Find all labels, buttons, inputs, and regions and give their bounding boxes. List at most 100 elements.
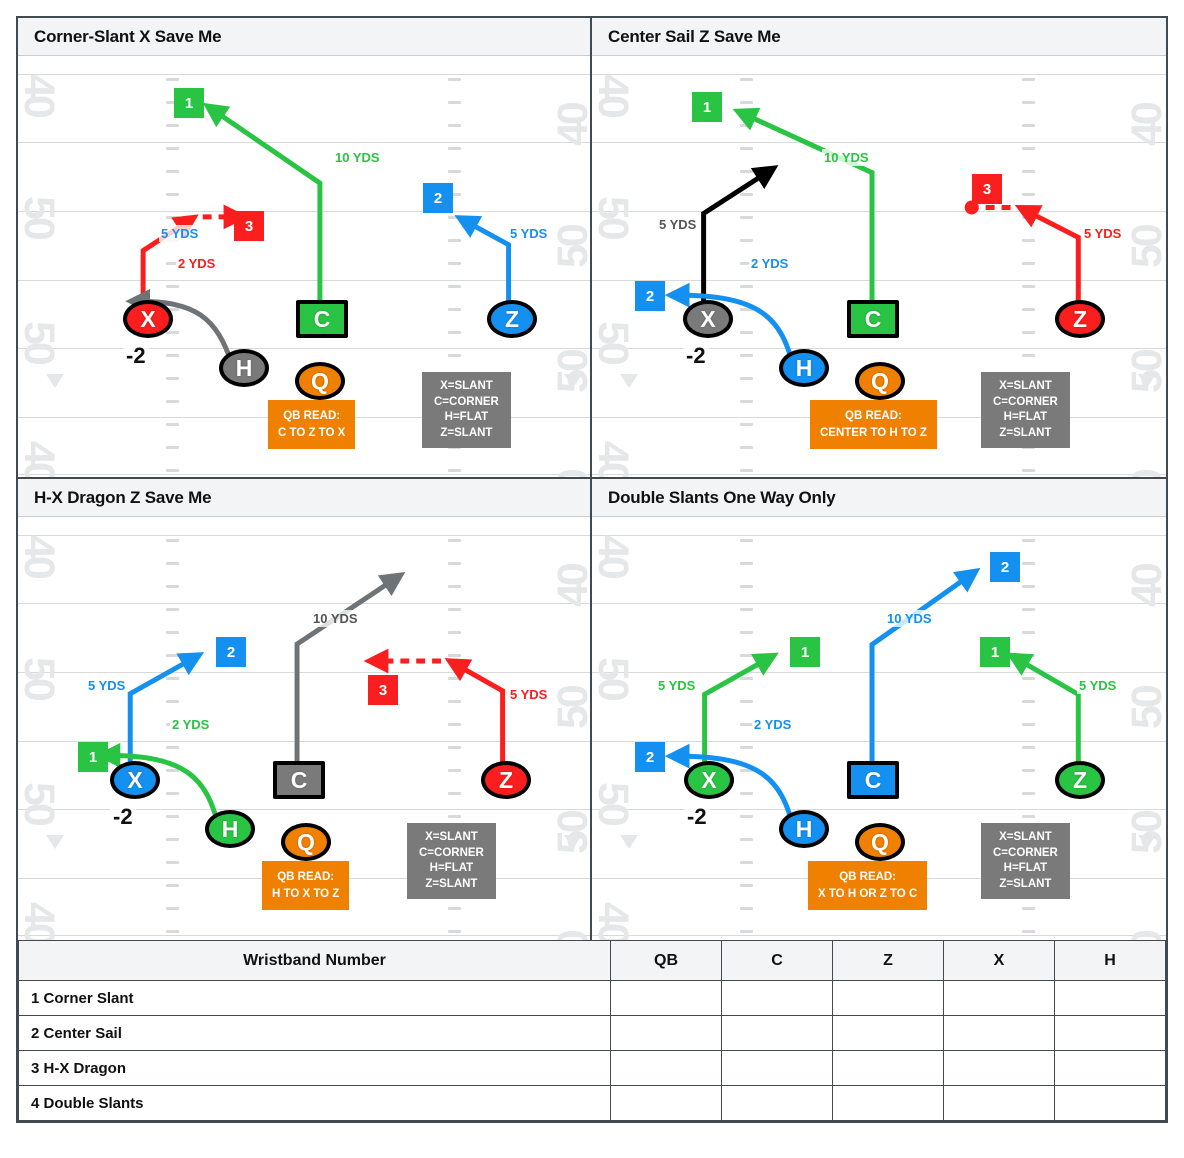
wristband-cell-c[interactable] <box>721 1015 833 1051</box>
player-marker-C-1[interactable]: C <box>296 300 348 338</box>
player-marker-Z-1[interactable]: Z <box>487 300 537 338</box>
hash-mark <box>1022 930 1035 933</box>
legend-line-x-3: X=SLANT <box>425 831 478 843</box>
hash-mark <box>740 193 753 196</box>
wristband-cell-qb[interactable] <box>610 1050 722 1086</box>
player-marker-Q-1[interactable]: Q <box>295 362 345 400</box>
hash-mark <box>740 78 753 81</box>
play-title-1: Corner-Slant X Save Me <box>18 18 590 56</box>
legend-line-c-1: C=CORNER <box>434 395 499 408</box>
wristband-cell-qb[interactable] <box>610 980 722 1016</box>
hash-mark <box>448 562 461 565</box>
hash-mark <box>166 861 179 864</box>
hash-mark <box>1022 101 1035 104</box>
hash-mark <box>740 400 753 403</box>
player-marker-Z-2[interactable]: Z <box>1055 300 1105 338</box>
wristband-cell-z[interactable] <box>832 1015 944 1051</box>
hash-mark <box>448 746 461 749</box>
hash-mark <box>740 446 753 449</box>
depth-label-3: -2 <box>110 804 136 830</box>
wristband-header-x: X <box>943 940 1055 981</box>
player-marker-H-1[interactable]: H <box>219 349 269 387</box>
legend-box-4: X=SLANT C=CORNER H=FLAT Z=SLANT <box>981 823 1070 900</box>
yds-label-2-1: 2 YDS <box>176 255 218 272</box>
player-marker-C-3[interactable]: C <box>273 761 325 799</box>
player-marker-Q-3[interactable]: Q <box>281 823 331 861</box>
wristband-table-wrap: Wristband Number QB C Z X H 1 Corner Sla… <box>18 940 1166 1121</box>
hash-mark <box>740 769 753 772</box>
player-marker-Z-4[interactable]: Z <box>1055 761 1105 799</box>
player-marker-X-4[interactable]: X <box>684 761 734 799</box>
play-panel-1[interactable]: Corner-Slant X Save Me 4050504040505040 <box>18 18 592 479</box>
player-marker-C-4[interactable]: C <box>847 761 899 799</box>
wristband-cell-qb[interactable] <box>610 1085 722 1121</box>
yard-line <box>592 211 1166 212</box>
wristband-cell-x[interactable] <box>943 1085 1055 1121</box>
player-marker-Q-4[interactable]: Q <box>855 823 905 861</box>
field-1: 4050504040505040 <box>18 56 590 477</box>
hash-mark <box>1022 78 1035 81</box>
wristband-cell-c[interactable] <box>721 1085 833 1121</box>
hash-mark <box>740 654 753 657</box>
wristband-cell-c[interactable] <box>721 980 833 1016</box>
player-marker-Q-2[interactable]: Q <box>855 362 905 400</box>
wristband-header-c: C <box>721 940 833 981</box>
wristband-cell-h[interactable] <box>1054 1050 1166 1086</box>
hash-mark <box>166 930 179 933</box>
wristband-cell-c[interactable] <box>721 1050 833 1086</box>
wristband-cell-z[interactable] <box>832 980 944 1016</box>
wristband-cell-x[interactable] <box>943 1050 1055 1086</box>
player-marker-Z-3[interactable]: Z <box>481 761 531 799</box>
wristband-cell-h[interactable] <box>1054 1085 1166 1121</box>
player-marker-X-2[interactable]: X <box>683 300 733 338</box>
yds-label-10-4: 10 YDS <box>885 610 934 627</box>
yds-label-5a-3: 5 YDS <box>86 677 128 694</box>
wristband-cell-h[interactable] <box>1054 980 1166 1016</box>
hash-mark <box>448 239 461 242</box>
hash-mark <box>448 308 461 311</box>
legend-box-2: X=SLANT C=CORNER H=FLAT Z=SLANT <box>981 372 1070 449</box>
hash-mark <box>1022 469 1035 472</box>
hash-mark <box>740 746 753 749</box>
hash-mark <box>448 354 461 357</box>
hash-mark <box>740 285 753 288</box>
yard-line <box>18 603 590 604</box>
hash-mark <box>740 884 753 887</box>
wristband-cell-z[interactable] <box>832 1050 944 1086</box>
yard-line <box>18 809 590 810</box>
hash-mark <box>166 354 179 357</box>
yds-label-5a-1: 5 YDS <box>159 225 201 242</box>
hash-mark <box>740 239 753 242</box>
legend-line-c-2: C=CORNER <box>993 395 1058 408</box>
hash-mark <box>448 907 461 910</box>
wristband-cell-x[interactable] <box>943 1015 1055 1051</box>
hash-mark <box>740 930 753 933</box>
hash-mark <box>166 400 179 403</box>
yds-label-10-1: 10 YDS <box>333 149 382 166</box>
yard-line <box>18 741 590 742</box>
wristband-table: Wristband Number QB C Z X H 1 Corner Sla… <box>18 940 1166 1121</box>
player-marker-C-2[interactable]: C <box>847 300 899 338</box>
qb-read-value-4: X TO H OR Z TO C <box>818 887 918 900</box>
play-panel-3[interactable]: H-X Dragon Z Save Me 4050504040505040 <box>18 479 592 940</box>
hash-mark <box>166 608 179 611</box>
hash-mark <box>740 907 753 910</box>
play-panel-2[interactable]: Center Sail Z Save Me 4050504040505040 <box>592 18 1166 479</box>
player-marker-H-4[interactable]: H <box>779 810 829 848</box>
wristband-cell-qb[interactable] <box>610 1015 722 1051</box>
player-marker-X-1[interactable]: X <box>123 300 173 338</box>
wristband-cell-h[interactable] <box>1054 1015 1166 1051</box>
yard-line <box>18 74 590 75</box>
player-marker-H-2[interactable]: H <box>779 349 829 387</box>
route-badge-3-2: 3 <box>972 174 1002 204</box>
wristband-cell-z[interactable] <box>832 1085 944 1121</box>
player-marker-X-3[interactable]: X <box>110 761 160 799</box>
player-marker-H-3[interactable]: H <box>205 810 255 848</box>
hash-mark <box>448 769 461 772</box>
routes-svg-4 <box>664 567 1081 829</box>
wristband-cell-x[interactable] <box>943 980 1055 1016</box>
legend-line-z-1: Z=SLANT <box>440 426 493 439</box>
yds-label-2-3: 2 YDS <box>170 716 212 733</box>
hash-mark <box>166 262 179 265</box>
